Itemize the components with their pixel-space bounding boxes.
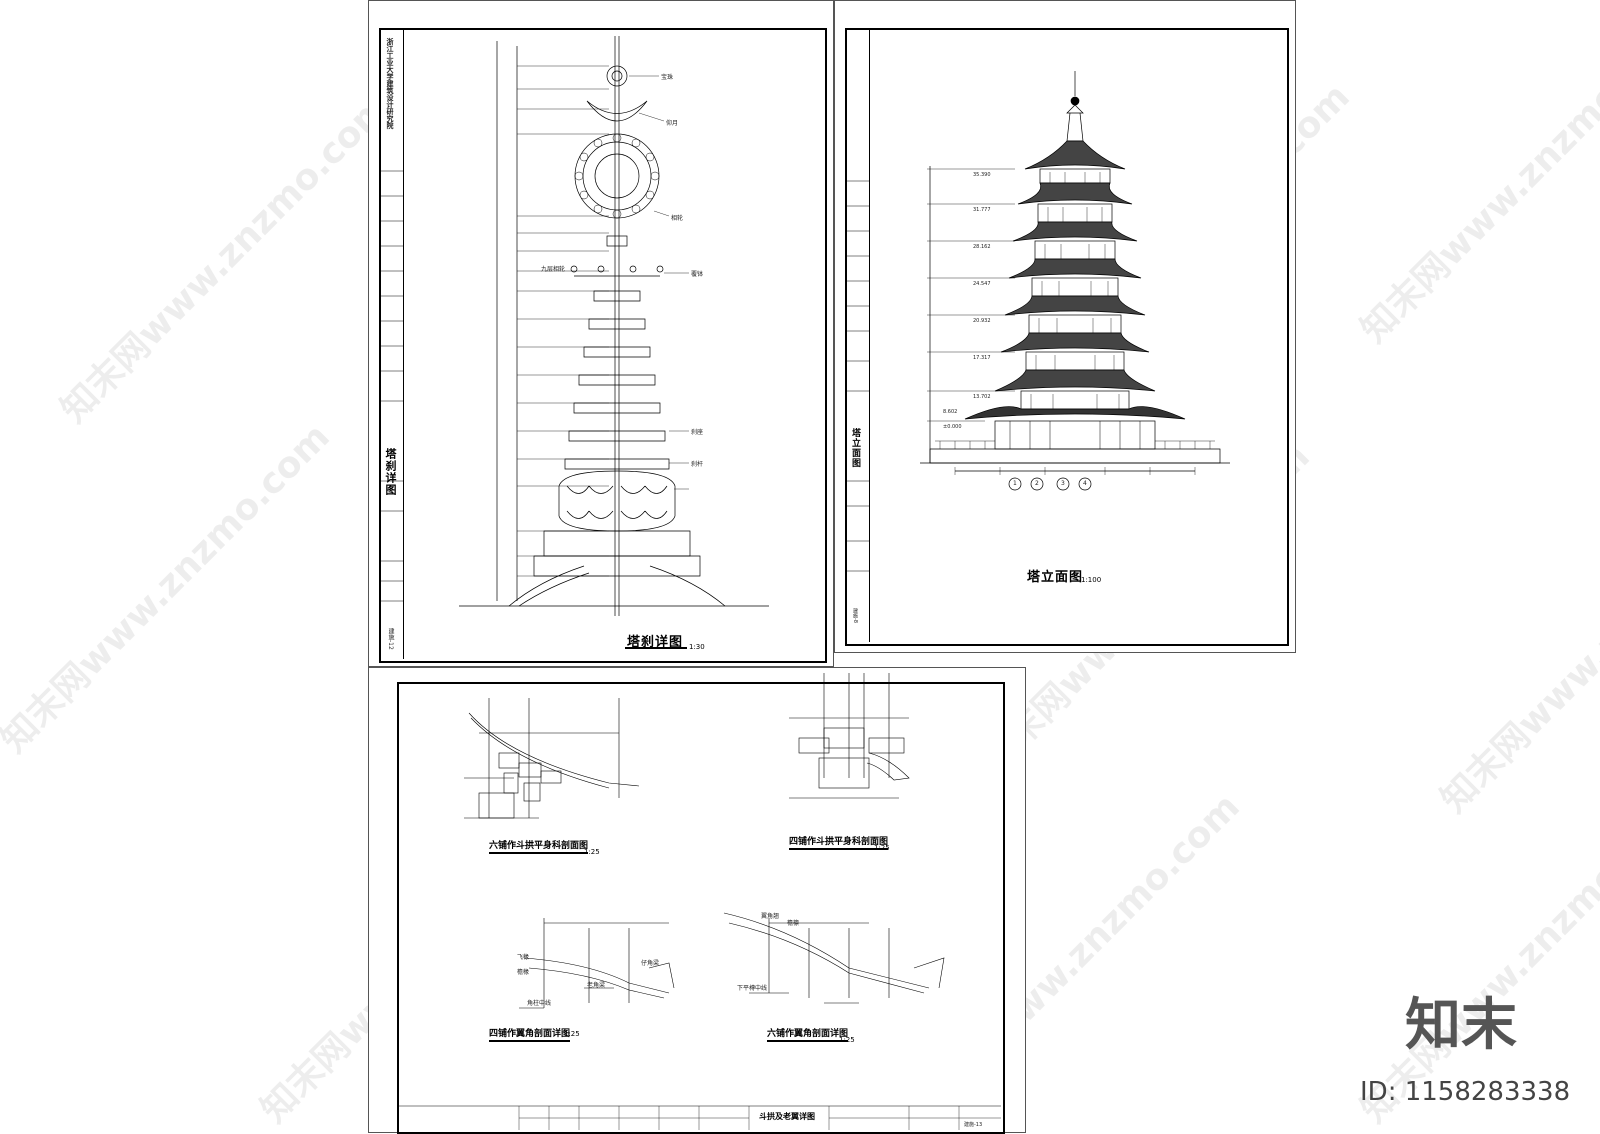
title-block-name: 斗拱及老翼详图 [759,1111,815,1121]
label-yanlin: 檐檩 [787,920,800,927]
elev-6: 13.702 [973,394,991,400]
note-yangyue: 仰月 [666,120,679,127]
title-strip: 塔立面图 建施-8 [845,28,870,642]
label-yanchuan: 檐椽 [517,969,530,976]
drawing-frame [845,28,1289,646]
scale-six-step-bracket: 1:25 [584,848,600,856]
drawing-scale: 1:100 [1081,576,1102,584]
drawing-scale: 1:30 [689,643,705,651]
drawing-title: 塔刹详图 [627,635,684,650]
elev-5: 17.317 [973,355,991,361]
vertical-title: 塔刹详图 [384,448,397,496]
brand-id: ID: 1158283338 [1360,1077,1571,1107]
note-chazuo: 刹座 [691,429,704,436]
sheet-pagoda-elevation[interactable]: 塔立面图 建施-8 [834,0,1296,653]
note-xianglun: 相轮 [671,215,684,222]
title-strip: 浙江工业大学建筑设计研究院 塔刹详图 建施-12 [379,28,404,659]
brand-logo: 知末 [1405,993,1517,1058]
note-fubo: 覆钵 [691,271,704,278]
caption-four-step-angle: 四铺作翼角剖面详图 [489,1026,571,1042]
finial-drawing [459,36,769,616]
elev-7: 8.602 [943,409,958,415]
label-yijiaoqiao: 翼角翘 [761,913,780,920]
note-chagan: 刹杆 [691,461,704,468]
vertical-title: 塔立面图 [850,428,860,468]
bracket-drawings [397,673,1001,1130]
caption-four-step-bracket: 四铺作斗拱平身科剖面图 [789,834,889,850]
scale-four-step-angle: 1:25 [564,1030,580,1038]
label-laojiaoliang: 老角梁 [587,982,606,989]
axis-4: 4 [1083,480,1087,487]
caption-six-step-angle: 六铺作翼角剖面详图 [767,1026,849,1042]
org-name: 浙江工业大学建筑设计研究院 [386,38,394,129]
caption-six-step-bracket: 六铺作斗拱平身科剖面图 [489,838,589,854]
label-zijiaoliang: 仔角梁 [641,960,660,967]
elev-4: 20.932 [973,318,991,324]
elev-0: 35.390 [973,172,991,178]
note-jiuceng: 九层相轮 [541,266,566,273]
label-jiaozhu: 角柱中线 [527,1000,552,1007]
sheet-finial-detail[interactable]: 浙江工业大学建筑设计研究院 塔刹详图 建施-12 [368,0,834,667]
scale-six-step-angle: 1:25 [839,1036,855,1044]
axis-3: 3 [1061,480,1065,487]
axis-2: 2 [1035,480,1039,487]
label-feichuan: 飞椽 [517,954,530,961]
title-strip-lines [379,170,403,602]
title-underline [625,647,687,649]
elev-3: 24.547 [973,281,991,287]
drawing-frame [379,28,827,663]
drawing-number: 建施-12 [387,628,394,650]
pagoda-elevation-drawing [920,71,1230,491]
elev-1: 31.777 [973,207,991,213]
axis-1: 1 [1013,480,1017,487]
label-xiapingtuan: 下平槫中线 [737,985,768,992]
elev-8: ±0.000 [943,424,962,430]
note-baozhu: 宝珠 [661,74,674,81]
drawing-number: 建施-8 [852,608,858,623]
sheet-bracket-details[interactable]: 飞椽 檐椽 老角梁 仔角梁 角柱中线 下平槫中线 檐檩 翼角翘 六铺作斗拱平身科… [368,667,1026,1134]
drawing-number: 建施-13 [964,1122,983,1128]
elev-2: 28.162 [973,244,991,250]
title-strip-lines [845,180,869,572]
scale-four-step-bracket: 1:25 [874,844,890,852]
drawing-title: 塔立面图 [1027,570,1084,585]
